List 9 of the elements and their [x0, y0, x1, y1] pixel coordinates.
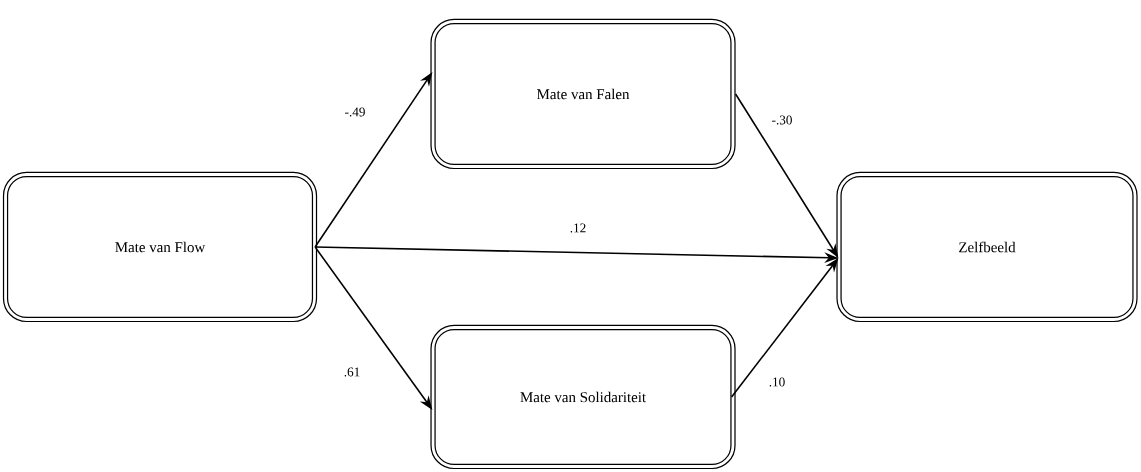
- edge-label: -.49: [342, 105, 368, 119]
- edge-label: .61: [342, 365, 362, 379]
- edge-label: .12: [568, 221, 588, 235]
- process-box: Mate van Falen: [430, 18, 736, 170]
- edge-label: .10: [767, 375, 787, 389]
- process-box: Mate van Flow: [2, 171, 318, 323]
- process-box: Zelfbeeld: [836, 171, 1138, 323]
- process-box: Mate van Solidariteit: [430, 324, 736, 470]
- edge-label: -.30: [769, 113, 795, 127]
